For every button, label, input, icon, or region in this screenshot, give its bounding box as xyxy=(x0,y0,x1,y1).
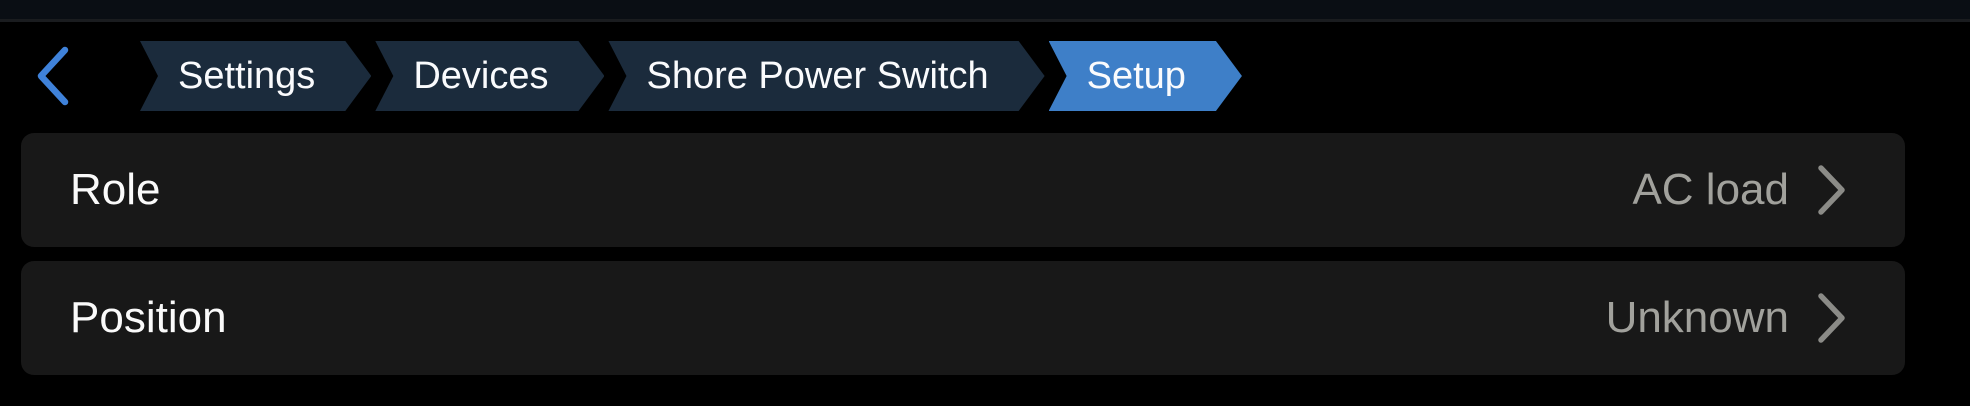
breadcrumb-label: Settings xyxy=(178,55,316,97)
breadcrumb-label: Setup xyxy=(1086,55,1186,97)
chevron-left-icon xyxy=(37,46,69,106)
breadcrumb-label: Devices xyxy=(413,55,549,97)
breadcrumb-label: Shore Power Switch xyxy=(646,55,989,97)
list-item-role[interactable]: Role AC load xyxy=(21,133,1905,247)
status-bar xyxy=(0,0,1970,22)
chevron-right-icon xyxy=(1818,293,1845,343)
list-item-position[interactable]: Position Unknown xyxy=(21,261,1905,375)
row-value: Unknown xyxy=(1605,293,1789,342)
chevron-right-icon xyxy=(1818,165,1845,215)
breadcrumb-item-setup[interactable]: Setup xyxy=(1049,41,1242,111)
row-label: Role xyxy=(70,165,161,214)
back-button[interactable] xyxy=(22,41,84,111)
breadcrumb: Settings Devices Shore Power Switch Setu… xyxy=(0,41,1970,111)
breadcrumb-item-shore-power-switch[interactable]: Shore Power Switch xyxy=(608,41,1044,111)
settings-list: Role AC load Position Unknown xyxy=(21,133,1905,375)
row-label: Position xyxy=(70,293,227,342)
row-value: AC load xyxy=(1632,165,1789,214)
breadcrumb-item-devices[interactable]: Devices xyxy=(375,41,604,111)
breadcrumb-item-settings[interactable]: Settings xyxy=(140,41,371,111)
